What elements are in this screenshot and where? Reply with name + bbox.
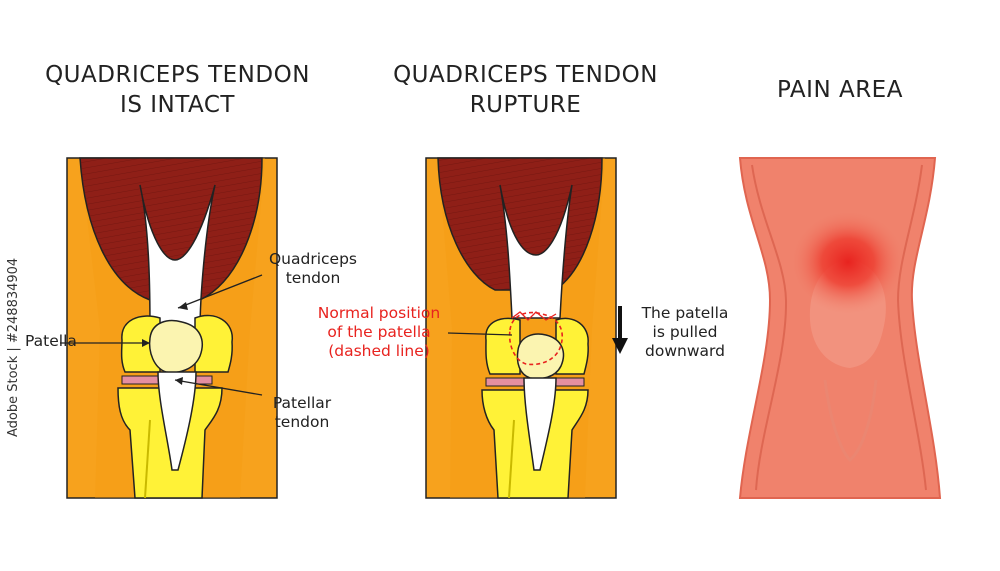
quadriceps-tendon-label: Quadriceps tendon: [258, 250, 368, 288]
patellar-tendon: [157, 371, 197, 471]
pain-title-text: PAIN AREA: [777, 77, 903, 103]
rupture-title-line2: RUPTURE: [469, 92, 582, 118]
patella-label: Patella: [25, 332, 77, 351]
patella-pulled-label: The patella is pulled downward: [630, 304, 740, 361]
patella-pulled-label-line1: The patella: [641, 304, 729, 322]
intact-title-line2: IS INTACT: [120, 92, 235, 118]
patellar-tendon-label-line1: Patellar: [272, 394, 332, 412]
pain-glow: [790, 210, 906, 314]
patella: [148, 319, 203, 374]
displaced-patella: [516, 333, 565, 380]
quadriceps-tendon-label-line1: Quadriceps: [268, 250, 357, 268]
pain-title: PAIN AREA: [740, 75, 940, 105]
ruptured-tendon: [499, 184, 573, 319]
rupture-title-line1: QUADRICEPS TENDON: [393, 62, 658, 88]
rupture-title: QUADRICEPS TENDON RUPTURE: [368, 60, 683, 120]
patellar-tendon-label-line2: tendon: [274, 413, 330, 431]
quadriceps-tendon-label-line2: tendon: [285, 269, 341, 287]
intact-knee: [60, 157, 278, 499]
pain-knee: [738, 157, 942, 499]
patella-label-text: Patella: [25, 332, 77, 350]
normal-position-outline: [508, 311, 564, 366]
normal-position-label-line2: of the patella: [327, 323, 431, 341]
rupture-knee: [425, 157, 628, 499]
intact-title: QUADRICEPS TENDON IS INTACT: [20, 60, 335, 120]
intact-title-line1: QUADRICEPS TENDON: [45, 62, 310, 88]
normal-position-label-line1: Normal position: [317, 304, 441, 322]
femoral-condyle-right: [194, 314, 233, 373]
quadriceps-tendon: [139, 184, 216, 331]
normal-position-label-line3: (dashed line): [328, 342, 430, 360]
normal-position-label: Normal position of the patella (dashed l…: [306, 304, 452, 361]
patellar-tendon-label: Patellar tendon: [262, 394, 342, 432]
patella-pulled-label-line2: is pulled: [652, 323, 718, 341]
stock-watermark: Adobe Stock | #248834904: [6, 257, 21, 437]
patella-pulled-label-line3: downward: [645, 342, 725, 360]
